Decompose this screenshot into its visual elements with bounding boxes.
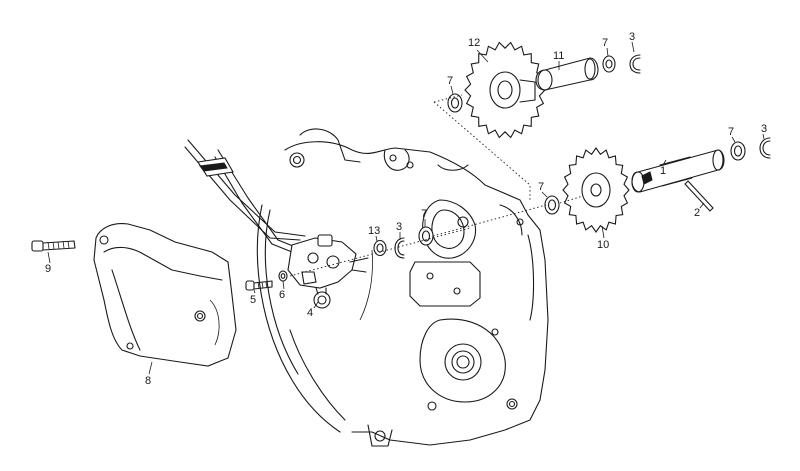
callout-5: 5 (250, 294, 256, 306)
callout-10: 10 (597, 239, 609, 251)
callout-7: 7 (602, 37, 608, 49)
washer-7-right (730, 141, 746, 161)
callout-4: 4 (307, 307, 313, 319)
screw-9 (31, 240, 76, 252)
leader-lines (47, 41, 765, 375)
callout-3: 3 (629, 31, 635, 43)
circlip-3-middle (394, 237, 405, 259)
washer-7-left (447, 93, 463, 113)
callout-2: 2 (694, 207, 700, 219)
callouts: 12 11 7 3 7 7 3 7 1 2 10 13 3 7 4 5 6 8 … (45, 31, 767, 387)
crankcase (256, 128, 549, 447)
screw-5 (245, 280, 273, 291)
shaft-1 (631, 149, 725, 193)
washer-7-top (602, 55, 616, 73)
pump-cover (93, 223, 237, 367)
oil-pump-assembly (184, 139, 369, 309)
washer-13 (373, 239, 387, 257)
callout-12: 12 (468, 37, 480, 49)
circlip-3-top (629, 54, 641, 74)
callout-9: 9 (45, 263, 51, 275)
callout-3: 3 (761, 123, 767, 135)
callout-7: 7 (538, 181, 544, 193)
washer-7-gear10 (544, 195, 560, 215)
callout-11: 11 (553, 50, 564, 62)
circlip-3-right (759, 137, 771, 159)
shaft-11 (535, 57, 599, 91)
washer-7-middle (418, 226, 434, 246)
callout-7: 7 (728, 126, 734, 138)
callout-6: 6 (279, 289, 285, 301)
callout-1: 1 (660, 165, 666, 177)
washer-6 (278, 270, 288, 282)
callout-7: 7 (421, 208, 427, 220)
gear-12 (464, 41, 546, 139)
callout-7: 7 (447, 75, 453, 87)
assembly-lines (289, 94, 584, 277)
gear-10 (562, 147, 630, 233)
callout-8: 8 (145, 375, 151, 387)
pin-2 (684, 180, 714, 212)
callout-3: 3 (396, 221, 402, 233)
callout-13: 13 (368, 225, 380, 237)
